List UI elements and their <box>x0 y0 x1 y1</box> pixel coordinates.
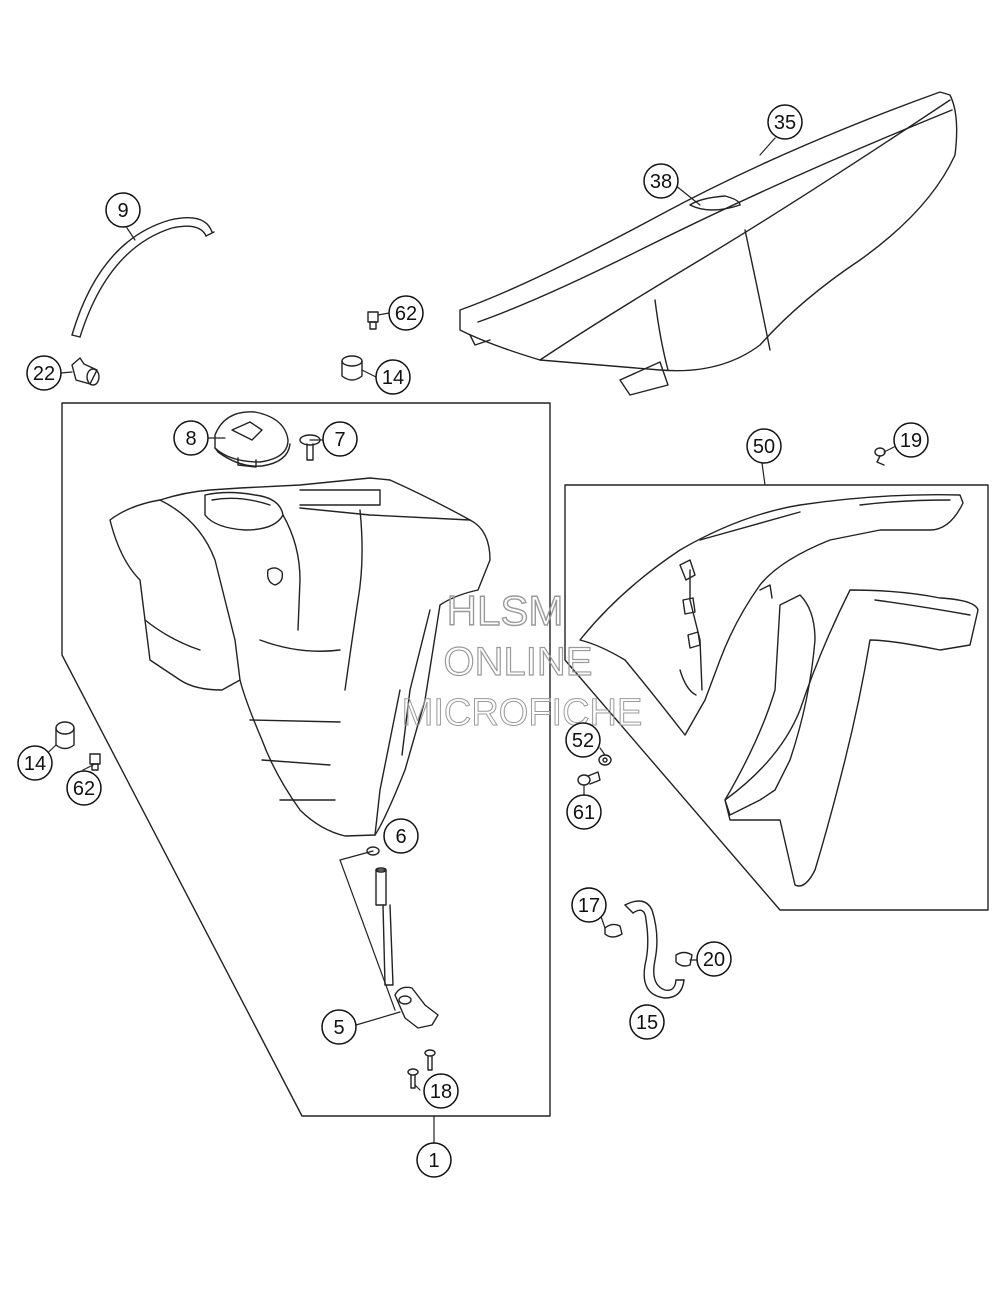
seat-part <box>459 91 958 396</box>
svg-text:15: 15 <box>636 1012 658 1034</box>
svg-text:62: 62 <box>73 778 95 800</box>
clamp-17-part <box>604 923 623 938</box>
fuel-tap-part <box>375 867 439 1029</box>
callout-15[interactable]: 15 <box>629 1004 665 1040</box>
svg-text:8: 8 <box>185 428 196 450</box>
callout-14-left[interactable]: 14 <box>17 745 53 781</box>
callout-61[interactable]: 61 <box>566 794 602 830</box>
watermark-line2: ONLINE <box>444 640 593 684</box>
callout-35[interactable]: 35 <box>767 104 803 140</box>
elbow-fitting-part <box>71 357 100 386</box>
callout-5[interactable]: 5 <box>321 1009 357 1045</box>
callout-14-top[interactable]: 14 <box>375 359 411 395</box>
svg-text:5: 5 <box>333 1017 344 1039</box>
svg-text:14: 14 <box>382 367 404 389</box>
svg-text:50: 50 <box>753 436 775 458</box>
callout-7[interactable]: 7 <box>322 421 358 457</box>
callout-50[interactable]: 50 <box>746 428 782 464</box>
watermark-line1: HLSM <box>447 587 564 634</box>
callout-52[interactable]: 52 <box>565 722 601 758</box>
leader-lines <box>36 137 895 1144</box>
callout-18[interactable]: 18 <box>423 1073 459 1109</box>
o-ring-part <box>366 846 380 856</box>
svg-text:20: 20 <box>703 949 725 971</box>
callout-6[interactable]: 6 <box>383 818 419 854</box>
fuel-cap-part <box>214 411 291 468</box>
screw-62-left-part <box>89 753 101 771</box>
callout-1[interactable]: 1 <box>416 1142 452 1178</box>
bushing-14-left-part <box>55 721 75 750</box>
svg-text:38: 38 <box>650 171 672 193</box>
watermark: HLSM ONLINE MICROFICHE <box>401 586 643 734</box>
svg-text:9: 9 <box>117 200 128 222</box>
svg-text:6: 6 <box>395 826 406 848</box>
svg-text:22: 22 <box>33 363 55 385</box>
svg-text:14: 14 <box>24 753 46 775</box>
screw-61-part <box>577 771 601 786</box>
clamp-20-part <box>675 951 693 967</box>
screw-18-part <box>407 1049 436 1089</box>
hose-15-part <box>624 900 685 999</box>
callout-8[interactable]: 8 <box>173 420 209 456</box>
callout-38[interactable]: 38 <box>643 163 679 199</box>
svg-text:62: 62 <box>395 303 417 325</box>
breather-hose-part <box>71 217 215 338</box>
screw-62-top-part <box>367 311 379 330</box>
svg-text:19: 19 <box>900 430 922 452</box>
svg-text:52: 52 <box>572 730 594 752</box>
washer-52-part <box>598 754 612 766</box>
svg-text:35: 35 <box>774 112 796 134</box>
svg-text:18: 18 <box>430 1081 452 1103</box>
callout-19[interactable]: 19 <box>893 422 929 458</box>
side-panel-group-frame <box>564 484 989 911</box>
screw-19-part <box>874 447 886 466</box>
svg-text:61: 61 <box>573 802 595 824</box>
screw-7-part <box>299 434 321 461</box>
side-panel-right-part <box>724 589 979 887</box>
bushing-14-top-part <box>341 355 363 381</box>
svg-text:17: 17 <box>578 895 600 917</box>
svg-text:7: 7 <box>334 429 345 451</box>
fuel-tank-group-frame <box>61 402 551 1117</box>
callout-62-left[interactable]: 62 <box>66 770 102 806</box>
side-panel-part <box>579 494 964 736</box>
callout-20[interactable]: 20 <box>696 941 732 977</box>
callout-17[interactable]: 17 <box>571 887 607 923</box>
svg-text:1: 1 <box>428 1150 439 1172</box>
callout-22[interactable]: 22 <box>26 355 62 391</box>
callout-62-top[interactable]: 62 <box>388 295 424 331</box>
watermark-line3: MICROFICHE <box>402 692 643 734</box>
callout-9[interactable]: 9 <box>105 192 141 228</box>
callout-layer: 1 5 6 7 8 9 14 14 15 17 18 19 20 22 35 3… <box>17 104 929 1178</box>
fuel-tank-part <box>109 477 491 837</box>
